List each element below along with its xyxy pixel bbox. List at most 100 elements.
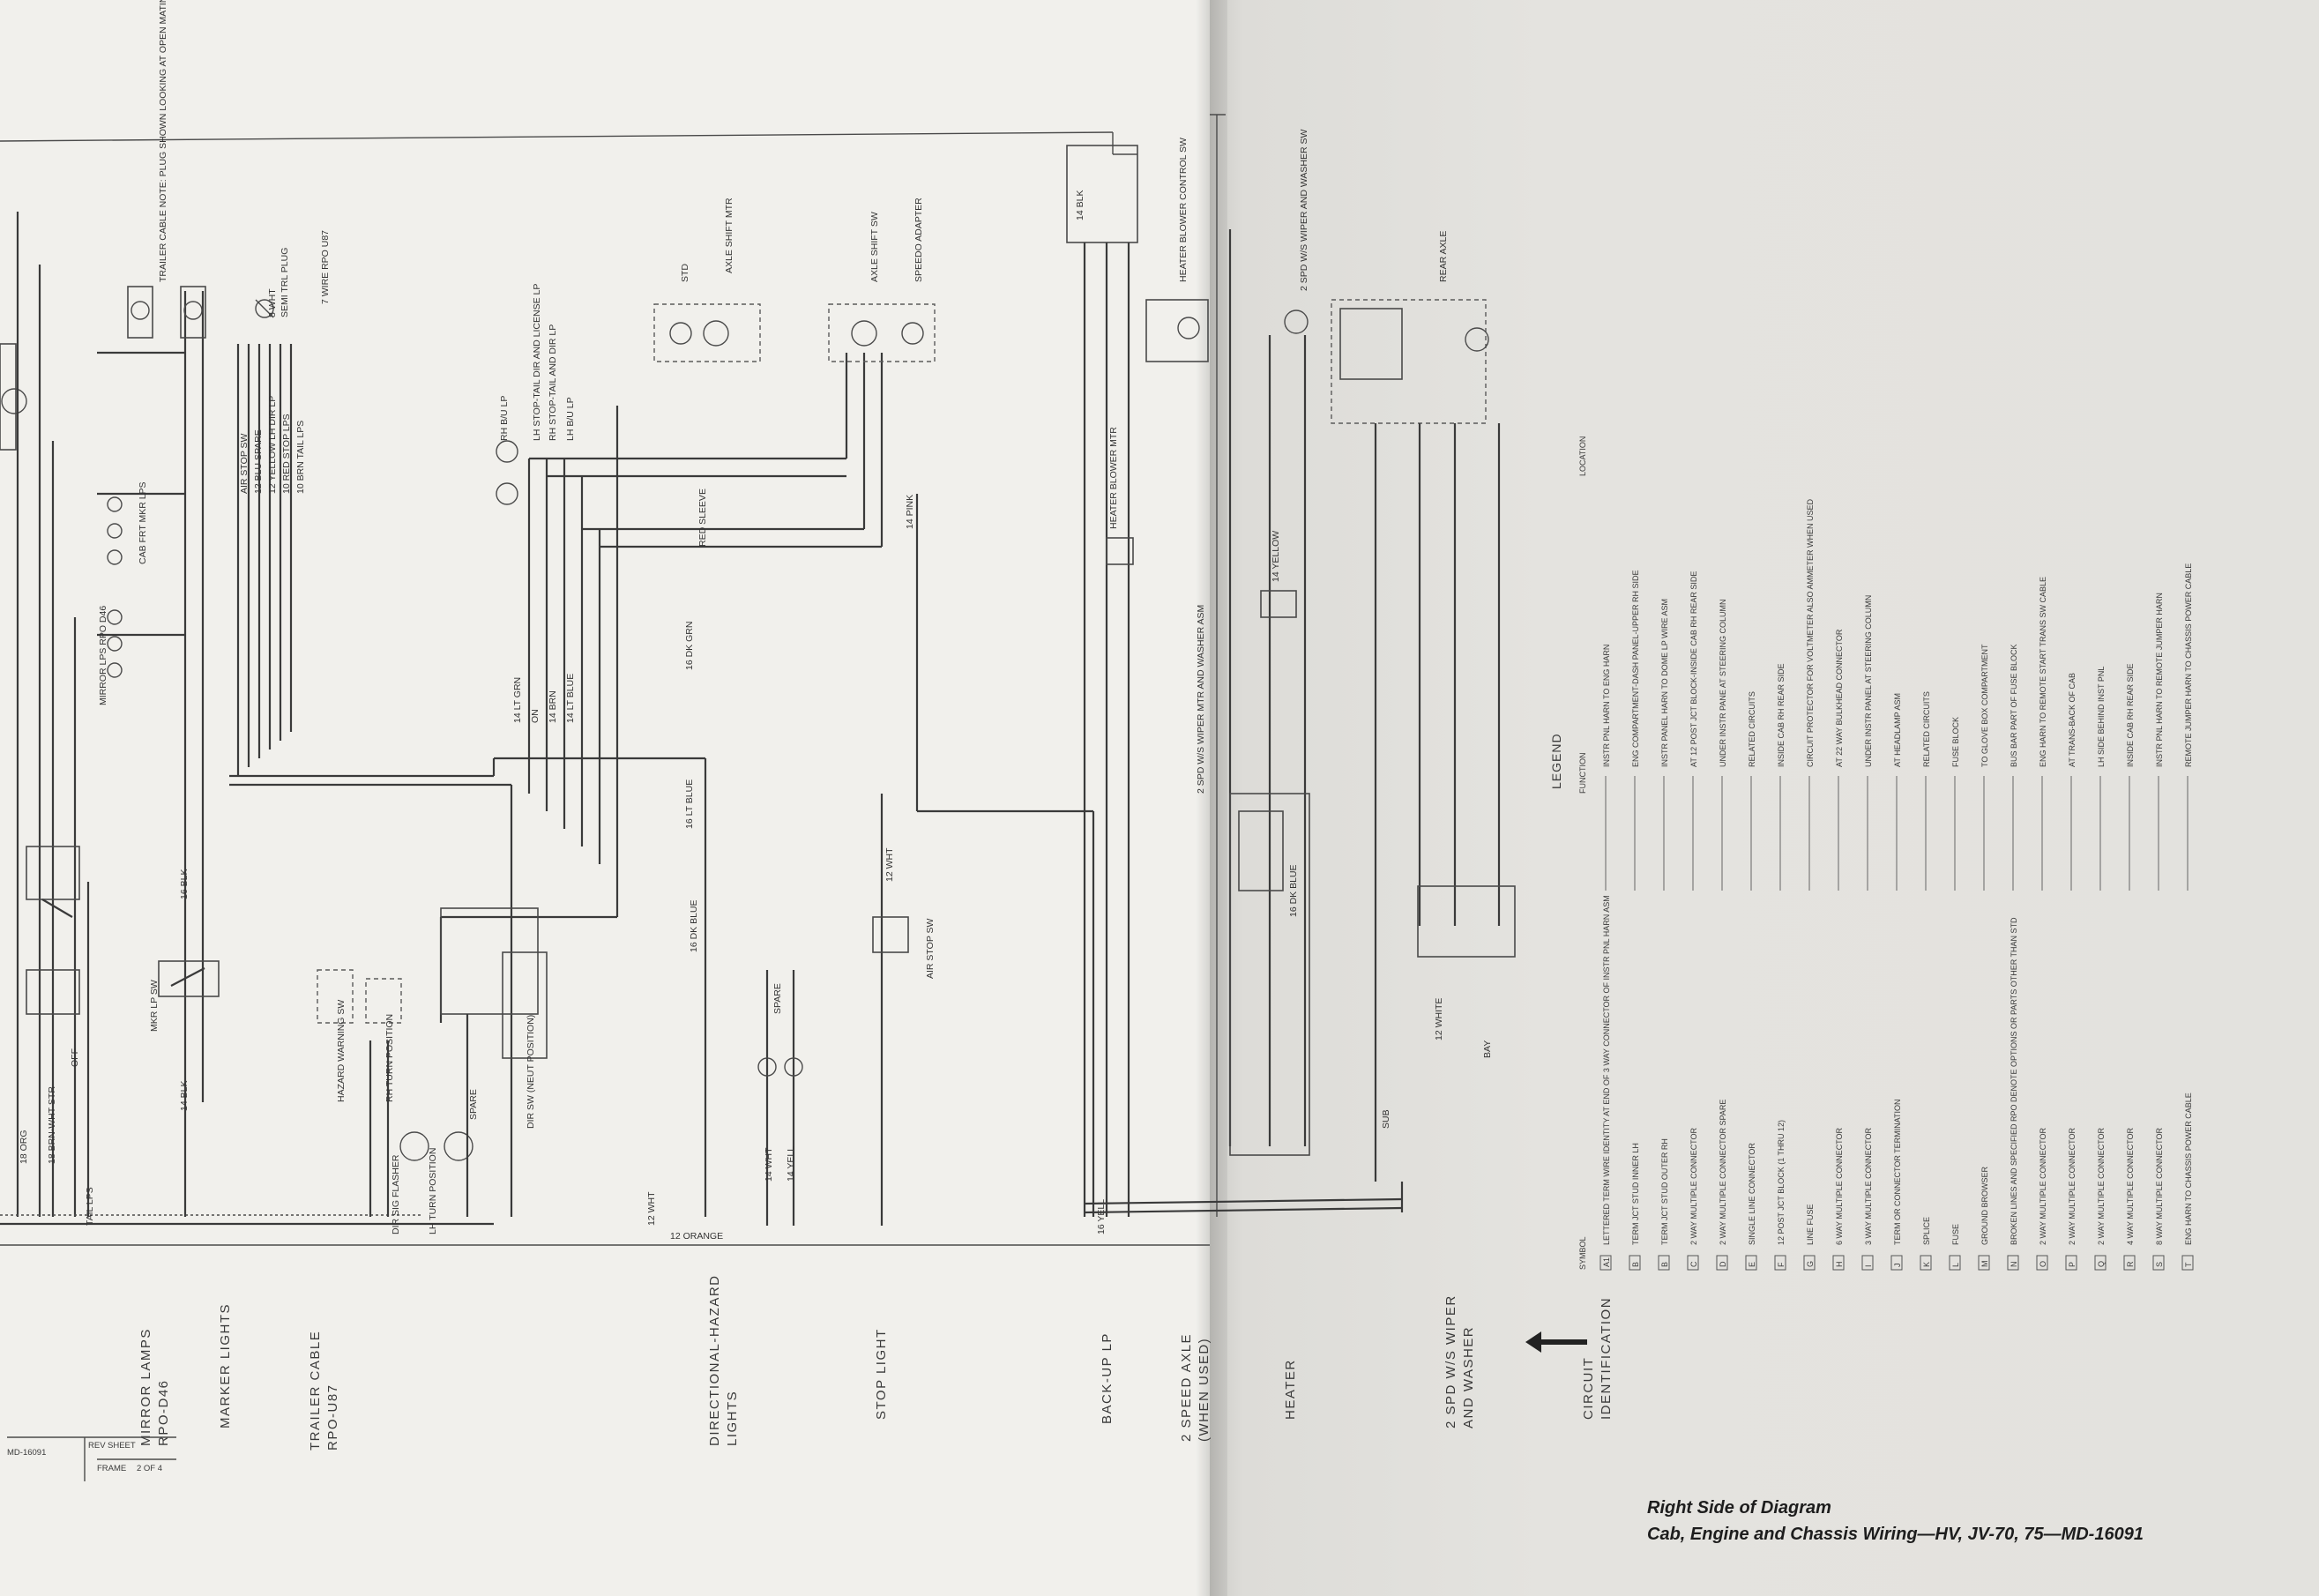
wire-label: 14 WHT — [764, 1147, 774, 1182]
legend-location: ENG HARN TO REMOTE START TRANS SW CABLE — [2039, 577, 2047, 767]
rev-label: REV — [88, 1441, 106, 1451]
wire-label: 8 WHT — [267, 288, 278, 317]
legend-location: TO GLOVE BOX COMPARTMENT — [1980, 644, 1989, 767]
legend-function: BROKEN LINES AND SPECIFIED RPO DENOTE OP… — [2010, 917, 2018, 1245]
legend-symbol-box — [2007, 1255, 2019, 1271]
legend-location: CIRCUIT PROTECTOR FOR VOLTMETER ALSO AMM… — [1806, 498, 1815, 767]
legend-symbol: Q — [2097, 1261, 2106, 1267]
legend-row: F12 POST JCT BLOCK (1 THRU 12)INSIDE CAB… — [1774, 663, 1786, 1271]
wire-label: HEATER BLOWER MTR — [1108, 427, 1119, 529]
wire-label: ON — [530, 709, 541, 723]
wire-label: 10 BRN TAIL LPS — [295, 421, 306, 494]
wire-label: 14 YELL — [786, 1146, 796, 1182]
wire-label: AIR STOP SW — [925, 918, 936, 979]
wire-label: OFF — [70, 1048, 80, 1067]
wiper-circuit: REAR AXLE 12 WHITE BAY SUB — [1331, 231, 1516, 1182]
hazard-switch-group: HAZARD WARNING SW RH TURN POSITION DIR S… — [317, 907, 548, 1234]
wire-label: 16 BLK — [179, 869, 190, 899]
legend-col-symbol: SYMBOL — [1578, 1236, 1587, 1270]
wire-label: DIR SW (NEUT POSITION) — [526, 1015, 536, 1129]
wire-label: HAZARD WARNING SW — [336, 1000, 347, 1102]
wire-label: 12 ORANGE — [670, 1231, 723, 1242]
legend-symbol: K — [1922, 1262, 1931, 1267]
wire-label: AIR STOP SW — [239, 433, 250, 494]
legend-symbol-box — [1658, 1255, 1670, 1271]
legend-symbol-box — [2123, 1255, 2136, 1271]
legend-symbol-box — [1774, 1255, 1786, 1271]
wire-label: 12 WHT — [646, 1191, 657, 1226]
legend-function: LINE FUSE — [1806, 1204, 1815, 1245]
legend-symbol: G — [1806, 1261, 1815, 1267]
legend-function: LETTERED TERM WIRE IDENTITY AT END OF 3 … — [1602, 895, 1611, 1245]
legend-symbol: T — [2184, 1262, 2193, 1267]
legend-heading: LEGEND — [1549, 733, 1563, 789]
legend-location: INSTR PNL HARN TO ENG HARN — [1602, 645, 1611, 767]
legend-symbol-box — [2094, 1255, 2106, 1271]
legend-symbol-box — [2181, 1255, 2194, 1271]
title-block: MD-16091 REV SHEET FRAME 2 OF 4 — [7, 1436, 176, 1481]
wire-label: 14 BRN — [548, 690, 558, 723]
legend-symbol: R — [2126, 1261, 2135, 1267]
legend-location: ENG COMPARTMENT-DASH PANEL-UPPER RH SIDE — [1631, 570, 1640, 767]
legend-location: AT HEADLAMP ASM — [1893, 693, 1902, 767]
wire-label: 14 BLK — [179, 1081, 190, 1111]
wire-label: 12 BLU SPARE — [253, 429, 264, 494]
wire-label: DIR SIG FLASHER — [391, 1154, 401, 1234]
legend-symbol-box — [1978, 1255, 1990, 1271]
legend-symbol-box — [2036, 1255, 2048, 1271]
marker-circuit: 18 BRN-WHT STR 18 ORG OFF TAIL LPS — [0, 212, 494, 1226]
legend-symbol: H — [1835, 1262, 1844, 1268]
legend-location: INSIDE CAB RH REAR SIDE — [2126, 663, 2135, 767]
legend-function: 2 WAY MULTIPLE CONNECTOR — [2097, 1127, 2106, 1245]
wire-label: 16 LT BLUE — [684, 779, 695, 829]
legend-function: 8 WAY MULTIPLE CONNECTOR — [2155, 1127, 2164, 1245]
legend-function: SPLICE — [1922, 1217, 1931, 1245]
trailer-cable-circuit: AIR STOP SW 12 BLU SPARE 12 YELLOW LH DI… — [236, 230, 331, 776]
legend-symbol-box — [1890, 1255, 1903, 1271]
legend-location: UNDER INSTR PANEL AT STEERING COLUMN — [1864, 595, 1873, 767]
wire-label: CAB FRT MKR LPS — [138, 481, 148, 564]
wire-label: TAIL LPS — [85, 1187, 95, 1226]
legend-col-location: LOCATION — [1578, 436, 1587, 476]
legend-function: SINGLE LINE CONNECTOR — [1748, 1143, 1756, 1245]
legend-location: INSTR PNL HARN TO REMOTE JUMPER HARN — [2155, 593, 2164, 767]
legend-symbol: I — [1864, 1264, 1873, 1267]
rear-axle-bus — [1084, 1182, 1404, 1214]
legend-symbol: S — [2155, 1262, 2164, 1267]
left-page — [0, 0, 1210, 1596]
caption-line-2: Cab, Engine and Chassis Wiring—HV, JV-70… — [1647, 1525, 2144, 1544]
legend-symbol: F — [1777, 1262, 1786, 1267]
backup-axle-circuit: 14 BLK HEATER BLOWER MTR HEATER BLOWER C… — [1066, 138, 1209, 1234]
legend-location: RELATED CIRCUITS — [1748, 691, 1756, 767]
legend-location: FUSE BLOCK — [1951, 717, 1960, 767]
legend-symbol: A1 — [1602, 1257, 1611, 1267]
legend-col-function: FUNCTION — [1578, 753, 1587, 794]
sheet-of-label: 2 OF 4 — [137, 1464, 162, 1473]
legend-function: TERM OR CONNECTOR TERMINATION — [1893, 1099, 1902, 1245]
legend-symbol-box — [1599, 1255, 1612, 1271]
section-caption-backup: BACK-UP LP — [1100, 1332, 1115, 1424]
legend-symbol-box — [1920, 1255, 1932, 1271]
wire-label: RH TURN POSITION — [384, 1014, 395, 1102]
wire-label: HEATER BLOWER CONTROL SW — [1178, 138, 1189, 282]
legend-symbol-box — [2152, 1255, 2165, 1271]
wire-label: LH STOP-TAIL DIR AND LICENSE LP — [532, 284, 542, 441]
legend-location: REMOTE JUMPER HARN TO CHASSIS POWER CABL… — [2184, 563, 2193, 767]
legend-symbol-box — [1716, 1255, 1728, 1271]
wire-label: 2 SPD W/S WIPER MTR AND WASHER ASM — [1196, 605, 1206, 794]
wire-label: 14 BLK — [1075, 190, 1085, 220]
wire-label: 14 LT GRN — [512, 677, 523, 723]
wire-label: 18 BRN-WHT STR — [47, 1086, 57, 1164]
